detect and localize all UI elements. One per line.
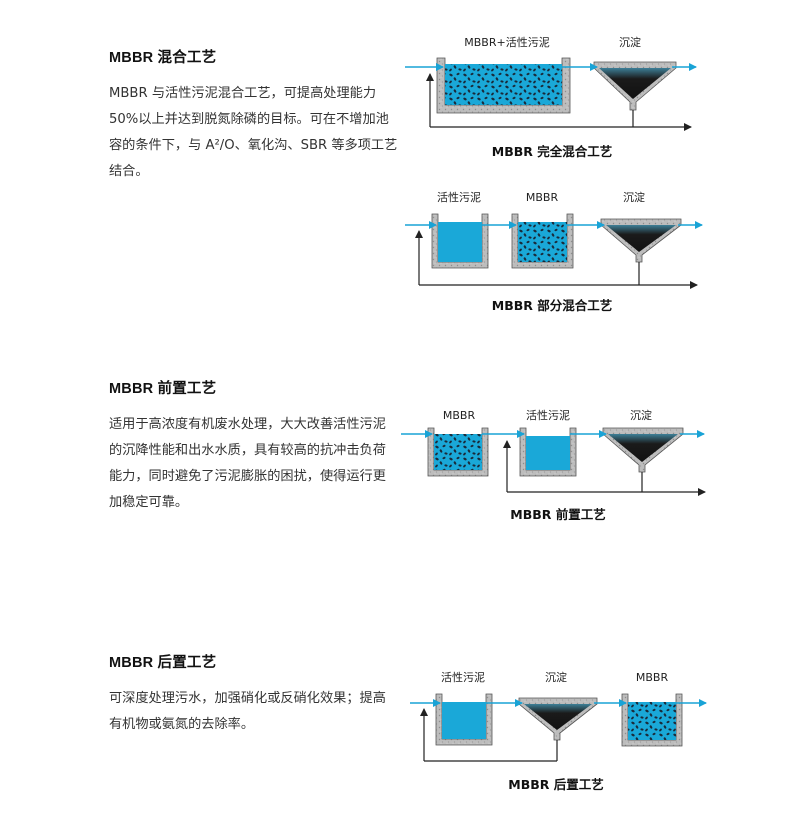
sludge — [606, 225, 676, 252]
settler-label: 沉淀 — [623, 190, 645, 204]
media-fill — [518, 222, 567, 262]
diagram-pre: MBBR 活性污泥 沉淀 MBBR 前置工艺 — [401, 408, 706, 522]
water-fill — [442, 702, 486, 739]
diagram-caption: MBBR 前置工艺 — [510, 507, 605, 522]
settler-label: 沉淀 — [630, 408, 652, 422]
section-title: MBBR 前置工艺 — [109, 381, 217, 397]
sludge — [608, 434, 678, 462]
sludge — [524, 704, 592, 730]
diagram-post: 活性污泥 沉淀 MBBR MBBR 后置工艺 — [410, 670, 707, 792]
media-fill — [628, 702, 676, 740]
diagram-caption: MBBR 部分混合工艺 — [492, 298, 612, 313]
mbbr-tank — [427, 427, 489, 477]
section-mbbr-pre: MBBR 前置工艺 适用于高浓度有机废水处理，大大改善活性污泥的沉降性能和出水水… — [109, 377, 399, 516]
section-body: 可深度处理污水，加强硝化或反硝化效果；提高有机物或氨氮的去除率。 — [109, 691, 386, 732]
activated-sludge-tank — [431, 213, 489, 269]
diagram-partial-mix: 活性污泥 MBBR 沉淀 MBBR 部分混合工艺 — [405, 190, 703, 313]
tank1-label: 活性污泥 — [437, 190, 481, 204]
water-fill — [438, 222, 482, 262]
media-fill — [434, 434, 482, 470]
mbbr-tank — [511, 213, 574, 269]
mbbr-tank — [621, 693, 683, 747]
section-title: MBBR 后置工艺 — [109, 655, 217, 671]
activated-sludge-tank — [519, 427, 577, 477]
section-title: MBBR 混合工艺 — [109, 50, 217, 66]
tank2-label: 活性污泥 — [526, 408, 570, 422]
settler-tank — [593, 61, 677, 111]
settler-tank — [518, 697, 598, 741]
section-mbbr-mixed: MBBR 混合工艺 MBBR 与活性污泥混合工艺，可提高处理能力 50%以上并达… — [109, 46, 399, 185]
media-fill — [445, 64, 562, 105]
section-mbbr-post: MBBR 后置工艺 可深度处理污水，加强硝化或反硝化效果；提高有机物或氨氮的去除… — [109, 651, 399, 738]
section-body: 适用于高浓度有机废水处理，大大改善活性污泥的沉降性能和出水水质，具有较高的抗冲击… — [109, 417, 386, 510]
settler-label: 沉淀 — [545, 670, 567, 684]
tank1-label: 活性污泥 — [441, 670, 485, 684]
tank2-label: MBBR — [526, 191, 559, 204]
tank-label: MBBR+活性污泥 — [464, 35, 549, 49]
water-fill — [526, 436, 570, 470]
diagram-complete-mix: MBBR+活性污泥 沉淀 MBBR 完全混合工艺 — [405, 35, 697, 159]
diagram-caption: MBBR 完全混合工艺 — [492, 144, 612, 159]
tank2-label: MBBR — [636, 671, 669, 684]
activated-sludge-tank — [435, 693, 493, 746]
settler-tank — [602, 427, 684, 473]
settler-label: 沉淀 — [619, 35, 641, 49]
sludge — [599, 68, 671, 99]
tank1-label: MBBR — [443, 409, 476, 422]
settler-tank — [600, 218, 682, 263]
diagram-caption: MBBR 后置工艺 — [508, 777, 603, 792]
mbbr-tank — [436, 57, 571, 114]
section-body: MBBR 与活性污泥混合工艺，可提高处理能力 50%以上并达到脱氮除磷的目标。可… — [109, 86, 398, 179]
